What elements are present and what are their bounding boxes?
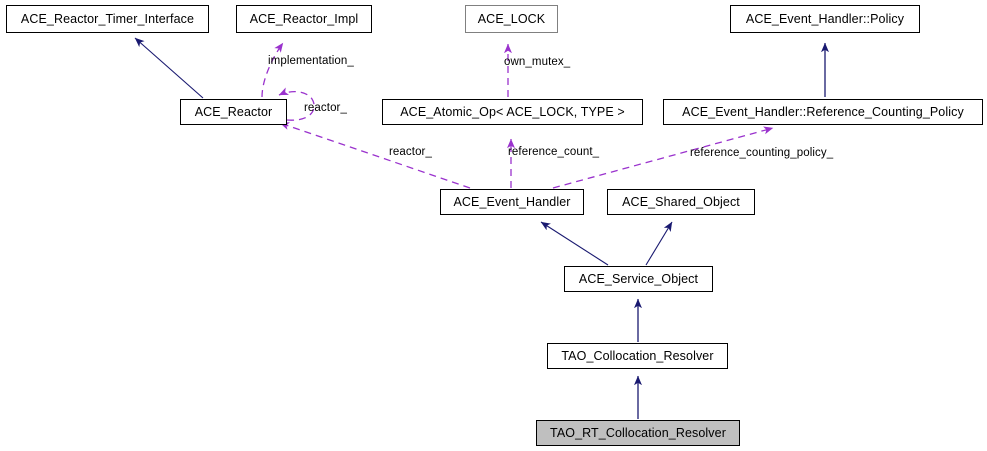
edge-event-handler-to-rcp [552,126,774,189]
class-node-ace-reactor-timer-interface[interactable]: ACE_Reactor_Timer_Interface [6,5,209,33]
edge-reactor-to-reactor-impl [261,42,284,98]
class-node-label: ACE_Shared_Object [622,195,740,209]
edge-service-object-to-shared-object [645,221,673,266]
edge-service-object-to-event-handler [540,221,609,266]
edge-label-reference-counting-policy: reference_counting_policy_ [690,147,834,159]
class-node-label: ACE_Event_Handler::Policy [745,12,905,26]
class-node-ace-service-object[interactable]: ACE_Service_Object [564,266,713,292]
class-node-label: ACE_Reactor_Timer_Interface [20,12,195,26]
class-node-label: TAO_RT_Collocation_Resolver [550,426,726,440]
edge-reactor-self-loop [278,87,315,121]
class-node-tao-collocation-resolver[interactable]: TAO_Collocation_Resolver [547,343,728,369]
edge-label-reference-count: reference_count_ [508,146,600,158]
class-node-ace-event-handler[interactable]: ACE_Event_Handler [440,189,584,215]
class-node-label: ACE_Service_Object [578,272,699,286]
edge-reactor-to-timer-interface [134,37,204,99]
class-node-ace-reactor-impl[interactable]: ACE_Reactor_Impl [236,5,372,33]
class-node-tao-rt-collocation-resolver[interactable]: TAO_RT_Collocation_Resolver [536,420,740,446]
edge-label-reactor-handler: reactor_ [389,146,432,158]
class-node-ace-lock[interactable]: ACE_LOCK [465,5,558,33]
class-node-ace-atomic-op[interactable]: ACE_Atomic_Op< ACE_LOCK, TYPE > [382,99,643,125]
class-node-label: ACE_Event_Handler [453,195,571,209]
class-node-label: ACE_Event_Handler::Reference_Counting_Po… [682,105,964,119]
edge-label-reactor-self: reactor_ [304,102,347,114]
class-node-label: ACE_Reactor [194,105,273,119]
class-node-ace-shared-object[interactable]: ACE_Shared_Object [607,189,755,215]
class-node-ace-reactor[interactable]: ACE_Reactor [180,99,287,125]
edge-label-own-mutex: own_mutex_ [504,56,571,68]
class-node-label: ACE_Atomic_Op< ACE_LOCK, TYPE > [400,105,625,119]
edge-label-implementation: implementation_ [268,55,354,67]
class-node-ace-event-handler-reference-counting-policy[interactable]: ACE_Event_Handler::Reference_Counting_Po… [663,99,983,125]
edge-event-handler-to-reactor [279,122,471,189]
class-node-label: ACE_LOCK [477,12,546,26]
class-node-label: TAO_Collocation_Resolver [561,349,714,363]
class-node-ace-event-handler-policy[interactable]: ACE_Event_Handler::Policy [730,5,920,33]
class-node-label: ACE_Reactor_Impl [249,12,359,26]
